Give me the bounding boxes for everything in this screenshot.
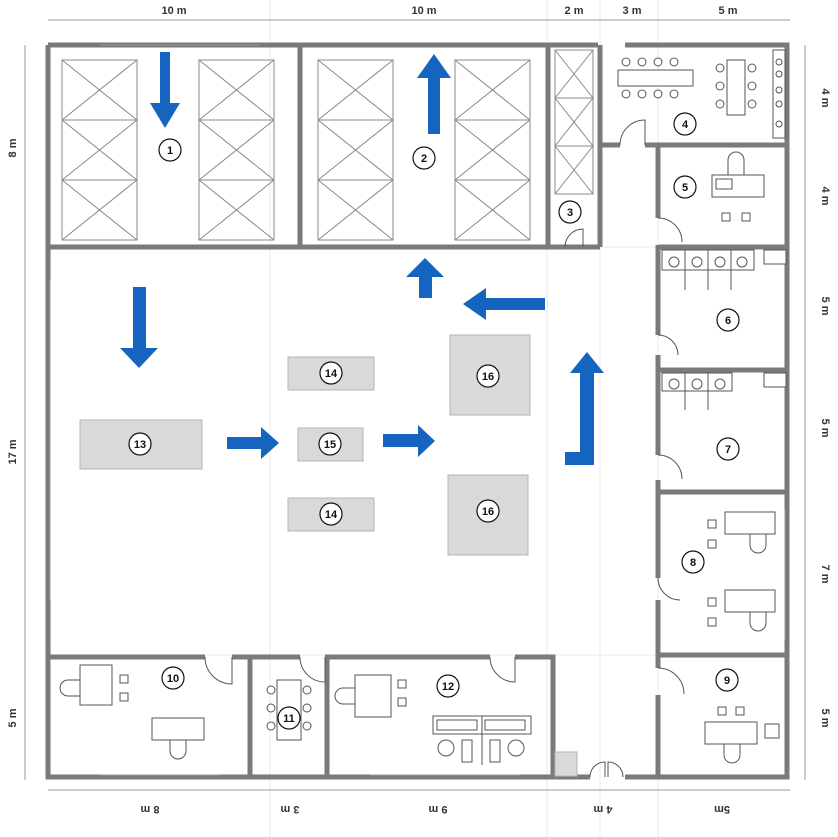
storage-racks — [61, 49, 594, 241]
dim-right-3: 5 m — [819, 297, 831, 316]
zone-15-label: 15 — [324, 439, 336, 451]
room-1-label: 1 — [167, 145, 173, 157]
dim-bottom-5: 5m — [714, 803, 730, 815]
dim-right-5: 7 m — [819, 565, 831, 584]
flow-arrows — [120, 52, 604, 465]
arrow-right-13 — [227, 427, 279, 459]
dim-left-3: 5 m — [7, 708, 19, 727]
arrow-down-room1 — [150, 52, 180, 128]
dim-bottom-1: 8 m — [140, 803, 159, 815]
room-12-furniture — [334, 656, 624, 778]
dim-bottom-3: 9 m — [428, 803, 447, 815]
room-2-label: 2 — [421, 153, 427, 165]
zone-16-bottom-label: 16 — [482, 506, 494, 518]
dimension-lines — [24, 19, 806, 791]
room-4-furniture — [564, 49, 786, 248]
zone-14-bottom-label: 14 — [325, 509, 338, 521]
zone-14-top-label: 14 — [325, 368, 338, 380]
zone-16-top-label: 16 — [482, 371, 494, 383]
dim-left-1: 8 m — [7, 138, 19, 157]
room-9-label: 9 — [724, 675, 730, 687]
dim-top-2: 10 m — [411, 5, 436, 17]
dim-top-5: 5 m — [719, 5, 738, 17]
room-6-label: 6 — [725, 315, 731, 327]
arrow-up-room2 — [417, 54, 451, 134]
dim-top-4: 3 m — [623, 5, 642, 17]
room-12-label: 12 — [442, 681, 454, 693]
arrow-down-left — [120, 287, 158, 368]
room-11-label: 11 — [283, 713, 295, 725]
zone-13-label: 13 — [134, 439, 146, 451]
dim-bottom-2: 3 m — [280, 803, 299, 815]
room-8-label: 8 — [690, 557, 696, 569]
dim-bottom-4: 4 m — [593, 803, 612, 815]
zone-corner — [554, 751, 578, 777]
room-4-label: 4 — [682, 119, 689, 131]
arrow-up-center — [406, 258, 444, 298]
dim-left-2: 17 m — [7, 439, 19, 464]
room-10-furniture — [59, 656, 233, 760]
room-5-label: 5 — [682, 182, 688, 194]
dim-top-3: 2 m — [565, 5, 584, 17]
room-8-furniture — [657, 511, 776, 632]
dim-right-6: 5 m — [819, 709, 831, 728]
arrow-up-corner — [565, 352, 604, 465]
dim-right-1: 4 m — [819, 89, 831, 108]
room-10-label: 10 — [167, 673, 179, 685]
room-5-furniture — [657, 151, 765, 243]
restroom-fixtures — [657, 249, 787, 480]
dim-top-1: 10 m — [161, 5, 186, 17]
room-7-label: 7 — [725, 444, 731, 456]
windows — [49, 44, 786, 776]
room-11-furniture — [266, 656, 326, 741]
arrow-right-15 — [383, 425, 435, 457]
room-9-furniture — [657, 667, 780, 764]
room-3-label: 3 — [567, 207, 573, 219]
arrow-left-top — [463, 288, 545, 320]
dim-right-2: 4 m — [819, 187, 831, 206]
room-labels: 1 2 3 4 5 6 7 8 9 10 11 12 13 14 15 14 1… — [128, 112, 740, 730]
dim-right-4: 5 m — [819, 419, 831, 438]
